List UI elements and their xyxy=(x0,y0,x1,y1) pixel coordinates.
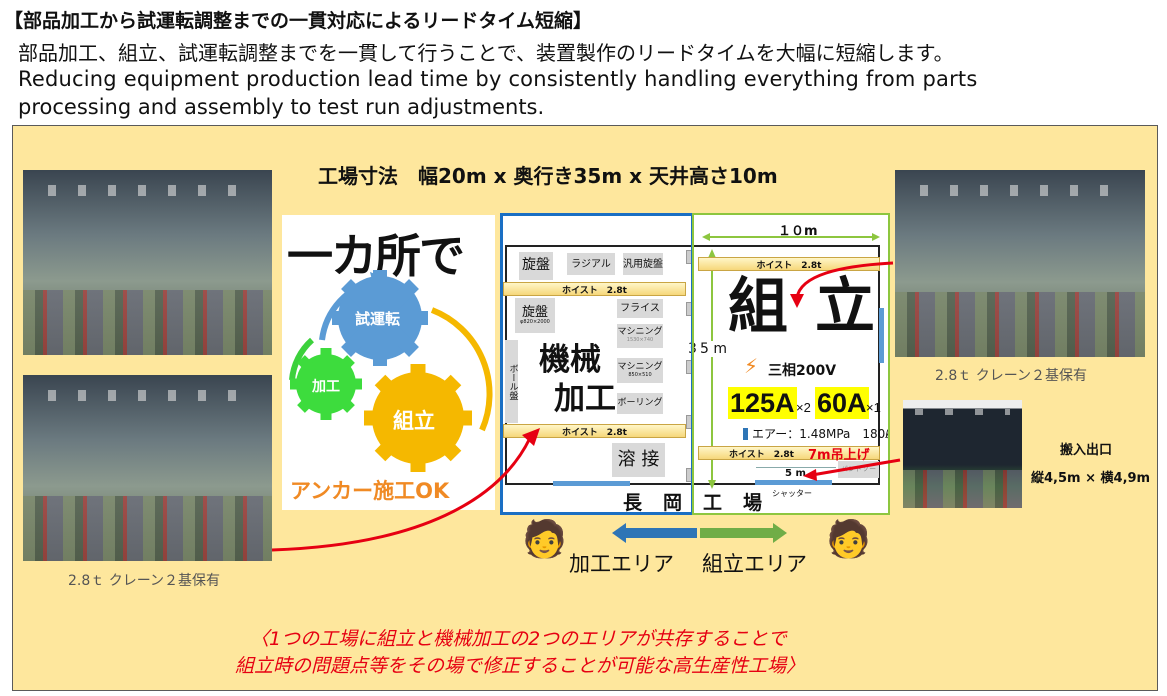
hoist-machining-2: ホイスト 2.8t xyxy=(503,424,686,438)
mc2-spec: 850×510 xyxy=(628,371,652,378)
boring: ボーリング xyxy=(617,393,663,414)
description-en-2: processing and assembly to test run adju… xyxy=(18,95,545,119)
shutter-label: シャッター xyxy=(772,489,812,498)
factory-name-1: 長 xyxy=(623,492,643,514)
loading-door-size: 縦4,5m × 横4,9m xyxy=(1031,471,1151,486)
lathe-2-spec: φ820×2000 xyxy=(520,318,550,325)
page-title: 【部品加工から試運転調整までの一貫対応によるリードタイム短縮】 xyxy=(4,10,593,32)
assembly-area-label-2: 立 xyxy=(815,272,875,342)
worker-icon-right: 🧑 xyxy=(826,519,871,560)
factory-name-4: 場 xyxy=(743,492,763,514)
drill-press: ボール盤 xyxy=(505,340,518,423)
factory-name-3: 工 xyxy=(703,492,723,514)
lift-height: 7m吊上げ xyxy=(807,447,870,463)
hoist-label: ホイスト 2.8t xyxy=(562,285,627,296)
machining-area-label-1: 機械 xyxy=(539,342,601,378)
factory-name-2: 岡 xyxy=(663,492,683,514)
gear-machining-label: 加工 xyxy=(312,379,340,395)
hoist-assembly-2: ホイスト 2.8t 7m吊上げ xyxy=(698,446,880,463)
assembly-area-caption: 組立エリア xyxy=(702,552,807,576)
radial-drill: ラジアル xyxy=(567,253,615,275)
hoist-label: ホイスト 2.8t xyxy=(562,427,627,438)
note-line-2: 組立時の問題点等をその場で修正することが可能な高生産性工場〉 xyxy=(235,655,806,677)
machining-area-caption: 加工エリア xyxy=(569,552,674,576)
factory-photo-left-top xyxy=(23,170,272,355)
factory-size: 工場寸法 幅20m x 奥行き35m x 天井高さ10m xyxy=(318,164,778,188)
shutter-assembly xyxy=(755,480,832,485)
welding: 溶 接 xyxy=(612,443,665,477)
amp-125-count: ×2 xyxy=(796,400,811,415)
hoist-assembly-1: ホイスト 2.8t xyxy=(698,257,880,271)
gear-assembly-label: 組立 xyxy=(393,409,435,433)
lightning-icon: ⚡ xyxy=(744,354,759,378)
shutter-machining xyxy=(553,481,630,486)
loading-door-photo xyxy=(903,400,1022,508)
amp-60: 60A xyxy=(815,387,869,419)
door-width-label: 5 m xyxy=(785,468,806,479)
assembly-area-border xyxy=(692,213,890,515)
air-icon xyxy=(743,428,748,440)
machining-area-label-2: 加工 xyxy=(554,381,616,417)
gears-cycle-icon xyxy=(289,270,493,472)
area-arrows xyxy=(612,523,787,543)
gear-test-run-label: 試運転 xyxy=(355,310,401,328)
right-crane-caption: 2.8ｔ クレーン２基保有 xyxy=(935,368,1088,384)
loading-door-label: 搬入出口 xyxy=(1060,443,1113,458)
mc1-label: マシニング xyxy=(617,327,663,338)
left-crane-caption: 2.8ｔ クレーン２基保有 xyxy=(68,573,221,589)
side-door xyxy=(879,308,884,363)
amp-60-count: ×1 xyxy=(866,400,881,415)
lathe-2-label: 旋盤 xyxy=(521,304,548,320)
general-lathe: 汎用旋盤 xyxy=(623,253,663,275)
description-ja: 部品加工、組立、試運転調整までを一貫して行うことで、装置製作のリードタイムを大幅… xyxy=(18,41,954,65)
note-line-1: 〈1つの工場に組立と機械加工の2つのエリアが共存することで xyxy=(250,628,787,650)
hoist-machining-1: ホイスト 2.8t xyxy=(503,282,686,296)
description-en-1: Reducing equipment production lead time … xyxy=(18,67,978,91)
mc1-spec: 1530×740 xyxy=(626,337,654,344)
milling: フライス xyxy=(617,299,663,318)
mc2-label: マシニング xyxy=(617,361,663,372)
amp-125: 125A xyxy=(728,387,797,419)
air-spec: エアー：1.48MPa 180ℓ xyxy=(752,427,891,441)
depth-label-2: 5 m xyxy=(700,341,727,357)
worker-icon-left: 🧑 xyxy=(522,519,567,560)
anchor-ok-label: アンカー施工OK xyxy=(290,479,450,503)
factory-photo-right xyxy=(895,170,1145,357)
hoist-label: ホイスト 2.8t xyxy=(756,260,822,271)
door-width-line xyxy=(756,467,836,468)
power-spec: 三相200V xyxy=(768,363,837,379)
width-label: １０m xyxy=(778,224,818,239)
assembly-area-label-1: 組 xyxy=(728,272,788,342)
hoist-label: ホイスト 2.8t xyxy=(729,449,794,460)
factory-photo-left-bottom xyxy=(23,375,272,561)
lathe-1: 旋盤 xyxy=(519,252,553,280)
